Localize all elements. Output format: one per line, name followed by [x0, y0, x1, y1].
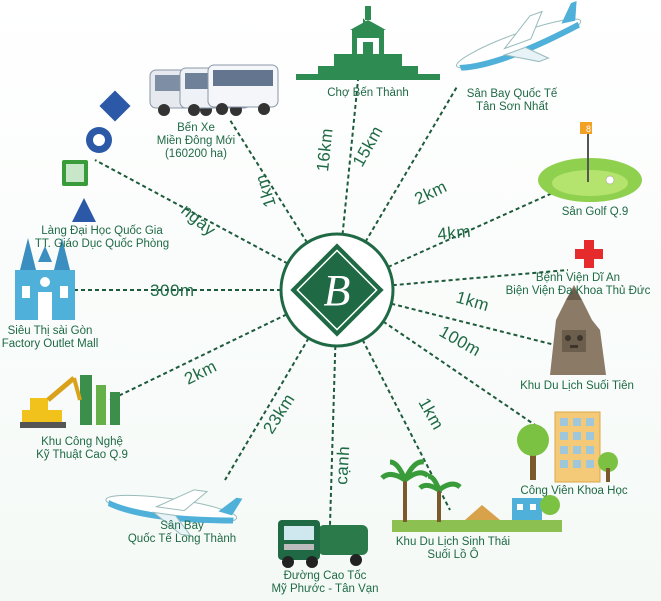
- distance-label: 4km: [437, 222, 472, 244]
- palm-trees-icon: [380, 459, 562, 532]
- distance-label: ngay: [177, 200, 219, 240]
- temple-icon: [550, 285, 606, 375]
- distance-label: 300m: [150, 281, 195, 300]
- distance-label: 100m: [436, 322, 484, 360]
- distance-label: 15km: [349, 123, 387, 170]
- label-cho-ben-thanh: Chợ Bến Thành: [327, 87, 409, 99]
- distance-label: 1km: [415, 395, 448, 434]
- excavator-icon: [20, 375, 120, 428]
- center-logo: B: [279, 232, 395, 348]
- distance-label: 2km: [181, 357, 220, 389]
- distance-label: 16km: [313, 127, 337, 172]
- label-san-golf: Sân Golf Q.9: [561, 206, 629, 218]
- market-tower-icon: [296, 6, 440, 80]
- bus-icon: [149, 64, 279, 116]
- university-logos-icon: [62, 90, 131, 222]
- building-icon: [517, 411, 618, 483]
- distance-label: 1km: [251, 172, 280, 210]
- label-cong-vien: Công Viên Khoa Học: [520, 485, 628, 497]
- svg-text:8: 8: [586, 124, 591, 134]
- truck-icon: [278, 520, 368, 568]
- airplane-icon: [455, 1, 582, 71]
- cathedral-icon: [15, 238, 75, 320]
- label-suoi-tien: Khu Du Lịch Suối Tiên: [520, 380, 634, 392]
- airplane-icon: [105, 489, 243, 537]
- hospital-cross-icon: [575, 240, 603, 268]
- svg-text:B: B: [324, 266, 351, 315]
- distance-label: 2km: [412, 177, 451, 209]
- distance-label: 1km: [454, 288, 492, 316]
- distance-label: cạnh: [332, 445, 353, 485]
- golf-icon: 8: [538, 122, 642, 202]
